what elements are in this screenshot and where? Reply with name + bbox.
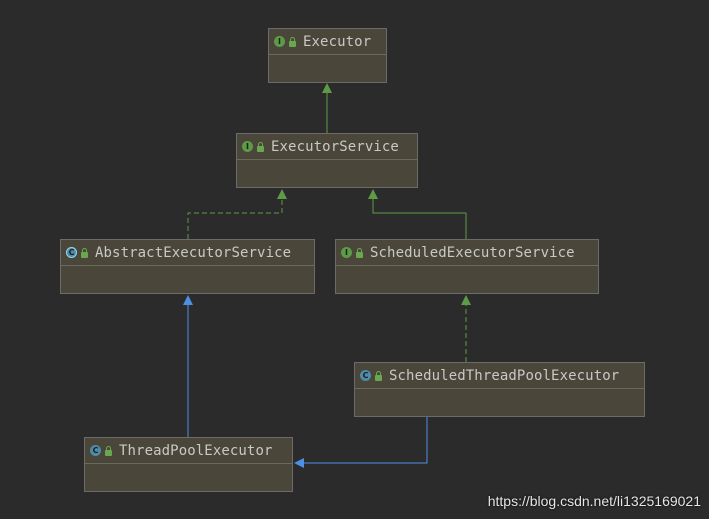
node-abstract-executor-service[interactable]: C AbstractExecutorService (60, 239, 315, 294)
arrowhead-icon (461, 295, 471, 305)
node-header: I ScheduledExecutorService (336, 240, 598, 266)
node-thread-pool-executor[interactable]: C ThreadPoolExecutor (84, 437, 293, 492)
edge-scheduledthreadpoolexecutor-to-scheduledexecutorservice (461, 295, 471, 362)
public-lock-icon (81, 247, 88, 258)
node-label: ScheduledThreadPoolExecutor (389, 367, 620, 384)
watermark-text: https://blog.csdn.net/li1325169021 (487, 493, 701, 509)
node-executor-service[interactable]: I ExecutorService (236, 133, 418, 188)
node-header: I ExecutorService (237, 134, 417, 160)
abstract-class-icon: C (66, 247, 77, 258)
public-lock-icon (105, 445, 112, 456)
edge-executorservice-to-executor (322, 83, 332, 133)
public-lock-icon (356, 247, 363, 258)
node-header: C ThreadPoolExecutor (85, 438, 292, 464)
edge-scheduledthreadpoolexecutor-to-threadpoolexecutor (294, 417, 428, 468)
node-header: I Executor (269, 29, 386, 55)
edge-scheduledexecutorservice-to-executorservice (368, 189, 467, 239)
class-icon: C (360, 370, 371, 381)
class-icon: C (90, 445, 101, 456)
node-label: ExecutorService (271, 138, 399, 155)
node-executor[interactable]: I Executor (268, 28, 387, 83)
node-label: Executor (303, 33, 372, 50)
interface-icon: I (341, 247, 352, 258)
node-label: ThreadPoolExecutor (119, 442, 273, 459)
public-lock-icon (257, 141, 264, 152)
node-label: ScheduledExecutorService (370, 244, 575, 261)
arrowhead-icon (322, 83, 332, 93)
edge-abstractexecutorservice-to-executorservice (187, 189, 287, 239)
arrowhead-icon (183, 295, 193, 305)
arrowhead-icon (277, 189, 287, 199)
node-header: C AbstractExecutorService (61, 240, 314, 266)
node-header: C ScheduledThreadPoolExecutor (355, 363, 644, 389)
edge-threadpoolexecutor-to-abstractexecutorservice (183, 295, 193, 437)
public-lock-icon (289, 36, 296, 47)
node-scheduled-thread-pool-executor[interactable]: C ScheduledThreadPoolExecutor (354, 362, 645, 417)
node-scheduled-executor-service[interactable]: I ScheduledExecutorService (335, 239, 599, 294)
arrowhead-icon (294, 458, 304, 468)
arrowhead-icon (368, 189, 378, 199)
interface-icon: I (274, 36, 285, 47)
node-label: AbstractExecutorService (95, 244, 292, 261)
interface-icon: I (242, 141, 253, 152)
public-lock-icon (375, 370, 382, 381)
